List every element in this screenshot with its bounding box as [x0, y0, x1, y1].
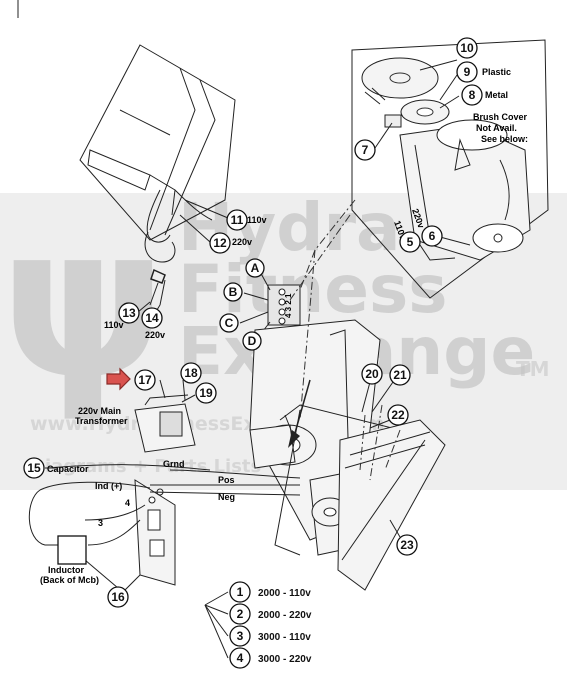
callout-18-text: 18 [184, 366, 198, 380]
label-110v-11: 110v [247, 215, 267, 225]
motor-frame [249, 319, 446, 591]
callout-8-text: 8 [469, 88, 476, 102]
callout-7 [354, 139, 376, 161]
callout-19 [195, 382, 217, 404]
callouts: 10 9 8 7 6 5 11 12 13 14 17 18 19 20 21 … [23, 37, 483, 659]
callout-11-text: 11 [231, 213, 244, 227]
callout-17 [134, 369, 156, 391]
insert-arrow [292, 379, 311, 441]
callout-14-text: 14 [145, 311, 159, 325]
routing-lines [288, 199, 401, 481]
callout-9-text: 9 [464, 65, 471, 79]
callout-13-text: 13 [122, 306, 136, 320]
callout-A-text: A [251, 261, 260, 275]
callout-22-text: 22 [391, 408, 405, 422]
board-callout-3-text: 3 [237, 629, 244, 643]
callout-23-text: 23 [400, 538, 414, 552]
console-frame [79, 44, 236, 306]
board-callout-2 [229, 603, 251, 625]
label-pos: Pos [218, 475, 235, 485]
callout-10-text: 10 [460, 41, 474, 55]
board-callout-1-text: 1 [237, 585, 244, 599]
callout-19-text: 19 [199, 386, 213, 400]
label-see-below: See below: [481, 134, 528, 144]
callout-15-text: 15 [27, 461, 41, 475]
callout-5 [399, 231, 421, 253]
callout-23 [396, 534, 418, 556]
callout-16 [107, 586, 129, 608]
board-callout-2-text: 2 [237, 607, 244, 621]
watermark-line1: Hydra [178, 189, 401, 266]
label-220v-12: 220v [232, 237, 252, 247]
callout-11 [226, 209, 248, 231]
label-plastic: Plastic [482, 67, 511, 77]
labels: Plastic Metal Brush Cover Not Avail. See… [40, 67, 528, 585]
callout-6 [421, 225, 443, 247]
label-wire-3: 3 [98, 518, 103, 528]
callout-22 [387, 404, 409, 426]
motor-cap [361, 57, 439, 99]
label-not-avail: Not Avail. [476, 123, 517, 133]
callout-17-text: 17 [138, 373, 152, 387]
motor-rail [337, 419, 446, 591]
label-grnd: Grnd [163, 459, 185, 469]
callout-21 [389, 364, 411, 386]
terminal-numbers: 4 3 2 1 [284, 293, 293, 318]
callout-21-text: 21 [393, 368, 407, 382]
label-brush-cover: Brush Cover [473, 112, 528, 122]
callout-B-text: B [229, 285, 238, 299]
callout-7-text: 7 [362, 143, 369, 157]
callout-14 [141, 307, 163, 329]
watermark-line2: Fitness [178, 251, 448, 328]
label-wire-4: 4 [125, 498, 130, 508]
label-transformer-2: Transformer [75, 416, 128, 426]
board-callout-4 [229, 647, 251, 669]
callout-C-text: C [225, 316, 234, 330]
transformer [134, 394, 196, 453]
label-inductor: Inductor [48, 565, 84, 575]
label-back-of-mcb: (Back of Mcb) [40, 575, 99, 585]
board-variant-label: 3000 - 220v [258, 654, 312, 665]
callout-B [223, 282, 243, 302]
callout-13 [118, 302, 140, 324]
callout-9 [456, 61, 478, 83]
label-metal: Metal [485, 90, 508, 100]
label-neg: Neg [218, 492, 235, 502]
board-variant-label: 3000 - 110v [258, 632, 311, 643]
board-callout-3 [229, 625, 251, 647]
callout-A [245, 258, 265, 278]
wiring [28, 464, 301, 589]
mcb-board [134, 479, 176, 586]
callout-6-text: 6 [429, 229, 436, 243]
callout-10 [456, 37, 478, 59]
board-callout-1 [229, 581, 251, 603]
callout-D [242, 331, 262, 351]
callout-D-text: D [248, 334, 257, 348]
board-variant-label: 2000 - 110v [258, 588, 311, 599]
callout-20 [361, 363, 383, 385]
callout-15 [23, 457, 45, 479]
label-110v-13: 110v [104, 320, 124, 330]
callout-20-text: 20 [365, 367, 379, 381]
callout-18 [180, 362, 202, 384]
callout-8 [461, 84, 483, 106]
board-variant-label: 2000 - 220v [258, 610, 312, 621]
label-transformer-1: 220v Main [78, 406, 121, 416]
callout-C [219, 313, 239, 333]
callout-16-text: 16 [111, 590, 125, 604]
label-capacitor: Capacitor [47, 464, 89, 474]
callout-12 [209, 232, 231, 254]
label-220v-14: 220v [145, 330, 165, 340]
callout-12-text: 12 [213, 236, 227, 250]
callout-5-text: 5 [407, 235, 414, 249]
watermark-tm: TM [516, 357, 550, 381]
label-ind-plus: Ind (+) [95, 481, 122, 491]
terminal-block: 4 3 2 1 [239, 267, 301, 341]
pointer-arrow-icon [106, 367, 131, 391]
board-variant-table: 1 2000 - 110v 2 2000 - 220v 3 3000 - 110v 4 300… [229, 581, 312, 669]
inductor-box [57, 535, 87, 565]
board-callout-4-text: 4 [237, 651, 244, 665]
